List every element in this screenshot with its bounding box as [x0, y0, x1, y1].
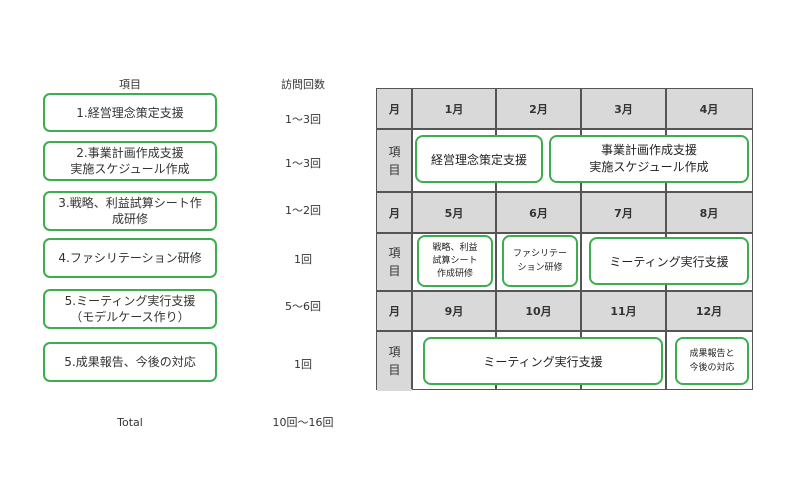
month-2: 2月 [529, 103, 548, 116]
month-label: 月 [389, 305, 400, 318]
item-box-4: 4.ファシリテーション研修 [43, 238, 217, 278]
month-row-bg-2 [377, 192, 752, 233]
task-strategy-training: 戦略、利益 試算シート 作成研修 [417, 235, 493, 287]
item-col-bg-3 [377, 331, 412, 391]
grid-line [411, 89, 413, 389]
visits-1: 1～3回 [285, 113, 321, 126]
task-meeting-support-2: ミーティング実行支援 [423, 337, 663, 385]
grid-line [377, 290, 752, 292]
header-visits: 訪問回数 [281, 78, 325, 91]
item-box-2: 2.事業計画作成支援 実施スケジュール作成 [43, 141, 217, 181]
month-3: 3月 [614, 103, 633, 116]
grid-line [580, 89, 582, 389]
schedule-grid: 月 月 月 項 目 項 目 項 目 1月 2月 3月 4月 5月 6月 7月 8… [376, 88, 753, 391]
item-box-3: 3.戦略、利益試算シート作 成研修 [43, 191, 217, 231]
month-11: 11月 [610, 305, 637, 318]
item-box-1: 1.経営理念策定支援 [43, 93, 217, 132]
item-box-6: 5.成果報告、今後の対応 [43, 342, 217, 382]
total-label: Total [117, 416, 143, 429]
task-business-plan: 事業計画作成支援 実施スケジュール作成 [549, 135, 749, 183]
month-8: 8月 [699, 206, 719, 220]
total-value: 10回～16回 [272, 416, 334, 429]
visits-6: 1回 [294, 358, 312, 371]
month-7: 7月 [614, 206, 633, 220]
grid-line [377, 191, 752, 193]
month-row-bg-1 [377, 89, 752, 129]
item-col-bg-1 [377, 129, 412, 192]
month-5: 5月 [444, 206, 464, 220]
month-1: 1月 [444, 103, 464, 116]
month-6: 6月 [529, 206, 548, 220]
month-9: 9月 [444, 305, 464, 318]
visits-5: 5～6回 [285, 300, 321, 313]
item-box-5: 5.ミーティング実行支援 （モデルケース作り） [43, 289, 217, 329]
grid-line [377, 232, 752, 234]
header-item: 項目 [119, 78, 141, 91]
month-12: 12月 [695, 305, 723, 318]
grid-line [377, 330, 752, 332]
month-label: 月 [389, 103, 400, 116]
item-label: 項 目 [388, 246, 401, 278]
month-4: 4月 [699, 103, 719, 116]
task-management-philosophy: 経営理念策定支援 [415, 135, 543, 183]
item-label: 項 目 [388, 345, 401, 377]
visits-4: 1回 [294, 253, 312, 266]
task-results-report: 成果報告と 今後の対応 [675, 337, 749, 385]
item-label: 項 目 [388, 144, 401, 177]
visits-3: 1～2回 [285, 204, 321, 217]
grid-line [377, 128, 752, 130]
month-row-bg-3 [377, 291, 752, 331]
task-meeting-support-1: ミーティング実行支援 [589, 237, 749, 285]
item-col-bg-2 [377, 233, 412, 291]
grid-line [495, 89, 497, 389]
month-label: 月 [389, 206, 400, 220]
task-facilitation-training: ファシリテー ション研修 [502, 235, 578, 287]
visits-2: 1～3回 [285, 157, 321, 170]
month-10: 10月 [525, 305, 552, 318]
